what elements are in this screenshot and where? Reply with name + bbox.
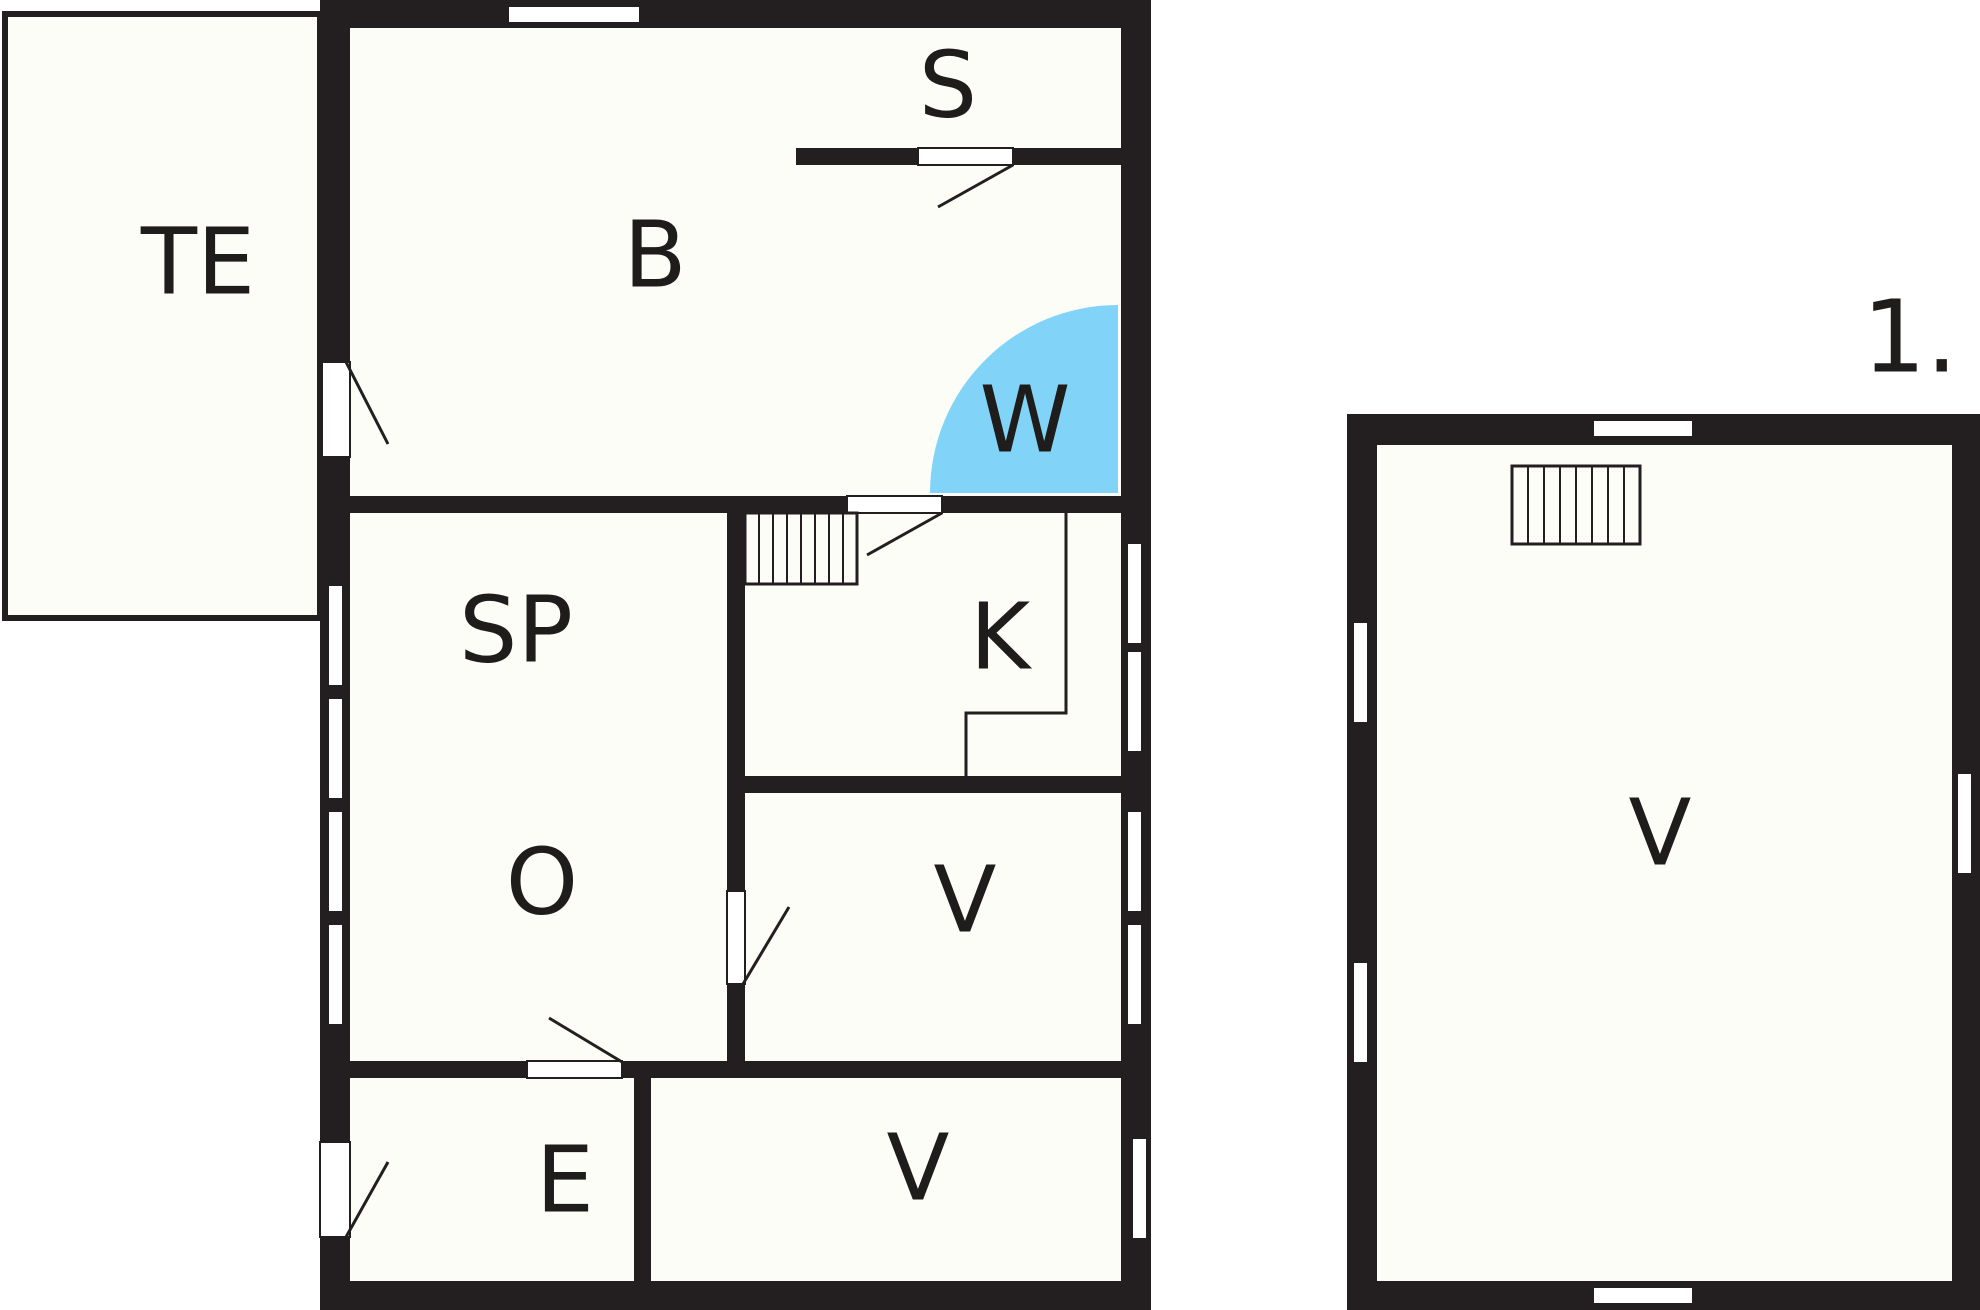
window-upper-top bbox=[1592, 419, 1694, 438]
entry-door-leaf bbox=[344, 1161, 390, 1238]
door-e-leaf bbox=[548, 1016, 623, 1064]
kitchen-counter bbox=[964, 513, 1068, 776]
window-left-2 bbox=[327, 697, 344, 800]
room-label-sp: SP bbox=[459, 577, 573, 684]
floor-number-label: 1. bbox=[1862, 279, 1957, 396]
door-v1-leaf bbox=[741, 906, 791, 985]
kitchen-door-leaf bbox=[866, 511, 943, 557]
room-label-o: O bbox=[506, 829, 578, 936]
kitchen-door-opening bbox=[846, 495, 943, 514]
window-right-v1-2 bbox=[1126, 923, 1143, 1026]
main-building bbox=[319, 0, 1151, 1310]
upper-floor-building bbox=[1347, 414, 1980, 1310]
stairs-main bbox=[743, 511, 859, 586]
room-label-w: W bbox=[980, 367, 1071, 474]
window-upper-right bbox=[1956, 772, 1973, 875]
window-right-k-1 bbox=[1126, 542, 1143, 645]
room-label-te: TE bbox=[140, 209, 255, 316]
terrace-door-opening bbox=[319, 361, 351, 458]
room-label-v3: V bbox=[887, 1115, 950, 1222]
room-e-floor bbox=[350, 1078, 634, 1281]
window-top-b bbox=[507, 5, 641, 24]
wc-area bbox=[930, 305, 1118, 493]
window-right-v1-1 bbox=[1126, 810, 1143, 913]
window-upper-left-2 bbox=[1352, 961, 1369, 1064]
terrace-te bbox=[2, 11, 323, 621]
window-left-1 bbox=[327, 584, 344, 687]
sauna-door-leaf bbox=[937, 163, 1014, 209]
window-right-v3 bbox=[1131, 1137, 1148, 1240]
room-label-e: E bbox=[536, 1127, 594, 1234]
stairs-upper bbox=[1510, 464, 1642, 546]
terrace-door-leaf bbox=[344, 361, 390, 445]
sauna-door-opening bbox=[917, 147, 1014, 166]
door-v1-opening bbox=[726, 890, 746, 985]
room-v1-floor bbox=[745, 793, 1121, 1061]
room-label-b: B bbox=[623, 202, 686, 309]
room-label-k: K bbox=[970, 584, 1033, 691]
room-label-s: S bbox=[919, 32, 977, 139]
room-v3-floor bbox=[651, 1078, 1121, 1281]
window-upper-left-1 bbox=[1352, 621, 1369, 724]
window-left-4 bbox=[327, 923, 344, 1026]
room-sp-o-floor bbox=[350, 513, 727, 1061]
entry-door-opening bbox=[319, 1141, 351, 1238]
window-right-k-2 bbox=[1126, 650, 1143, 753]
window-left-3 bbox=[327, 810, 344, 913]
room-label-v1: V bbox=[934, 847, 997, 954]
room-label-v2: V bbox=[1629, 780, 1692, 887]
window-upper-bottom bbox=[1592, 1286, 1694, 1305]
room-v2-floor bbox=[1377, 445, 1952, 1281]
door-e-opening bbox=[526, 1060, 623, 1079]
